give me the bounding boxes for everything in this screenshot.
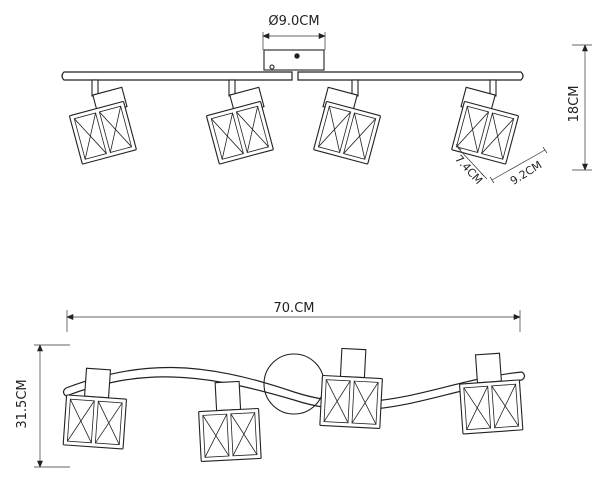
total-length-label: 70.CM	[274, 301, 315, 316]
plan-spotlight-1	[62, 367, 127, 450]
mounting-bar	[61, 71, 524, 81]
base-diameter-dimension: Ø9.0CM	[262, 14, 326, 50]
front-spotlight-3	[313, 79, 381, 165]
ceiling-base	[263, 49, 325, 71]
front-view: Ø9.0CM	[61, 14, 592, 188]
base-diameter-label: Ø9.0CM	[268, 14, 319, 29]
shade-width-label: 9.2CM	[508, 158, 544, 187]
plan-spotlight-2	[198, 380, 262, 463]
total-width-dimension: 31.5CM	[15, 344, 70, 468]
front-spotlight-2	[206, 79, 274, 165]
plan-spotlight-3	[319, 347, 383, 430]
height-label: 18CM	[567, 86, 582, 123]
plan-spotlight-4	[459, 352, 524, 435]
plan-spotlights	[62, 347, 524, 463]
front-spotlights	[69, 79, 519, 165]
plan-view: 70.CM 31.5CM	[15, 301, 526, 468]
wavy-bar	[62, 366, 526, 411]
total-width-label: 31.5CM	[15, 379, 30, 428]
height-dimension: 18CM	[567, 44, 592, 171]
front-spotlight-1	[69, 79, 137, 165]
total-length-dimension: 70.CM	[66, 301, 521, 332]
front-spotlight-4	[451, 79, 519, 165]
